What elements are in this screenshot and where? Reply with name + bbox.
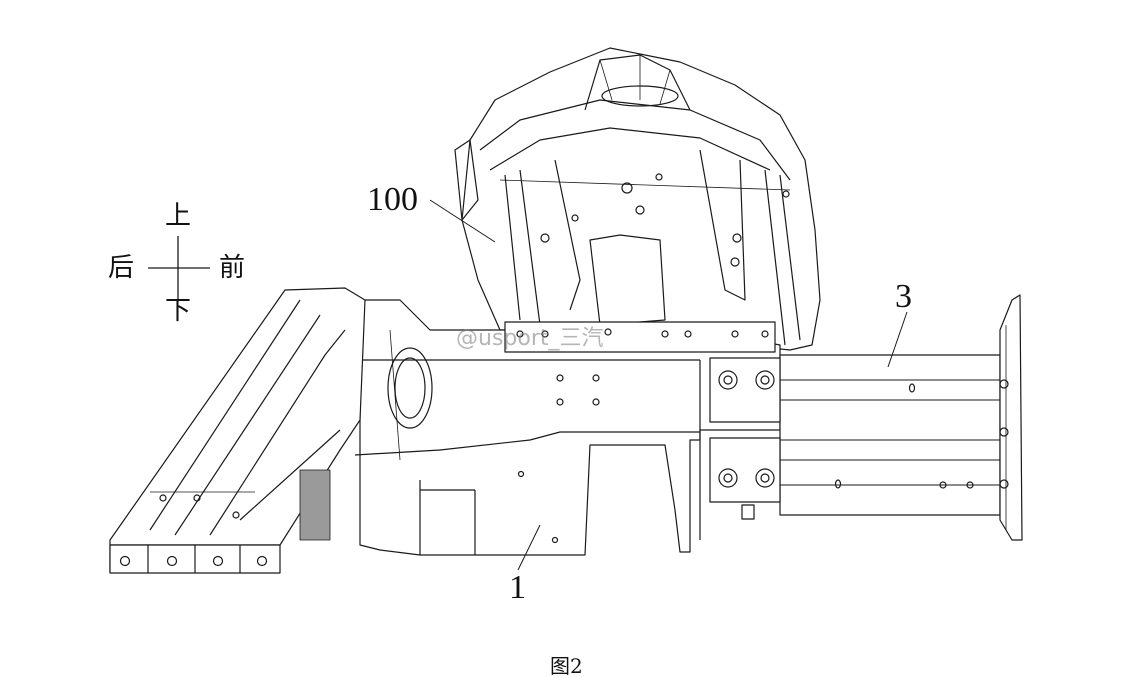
rear-sloped-bracket xyxy=(109,287,366,573)
bolted-mount-bracket xyxy=(709,357,781,520)
watermark: @usport_三汽 xyxy=(456,326,604,351)
leader-lines xyxy=(429,199,908,571)
leader-100 xyxy=(429,199,496,243)
direction-rear-label: 后 xyxy=(108,253,135,283)
ref-numeral-1: 1 xyxy=(509,569,526,606)
direction-front-label: 前 xyxy=(219,253,246,283)
upper-housing-assembly xyxy=(454,47,821,351)
ref-numeral-3: 3 xyxy=(895,278,912,315)
front-crossmember-3 xyxy=(779,294,1023,541)
leader-1 xyxy=(517,524,541,571)
rear-foot-plate xyxy=(109,544,281,574)
direction-down-label: 下 xyxy=(165,296,192,326)
ref-numeral-100: 100 xyxy=(367,181,418,218)
direction-up-label: 上 xyxy=(165,201,192,231)
direction-cross xyxy=(148,236,210,300)
leader-3 xyxy=(887,311,908,368)
frame-rail-1 xyxy=(354,299,781,556)
figure-caption: 图2 xyxy=(550,654,583,678)
